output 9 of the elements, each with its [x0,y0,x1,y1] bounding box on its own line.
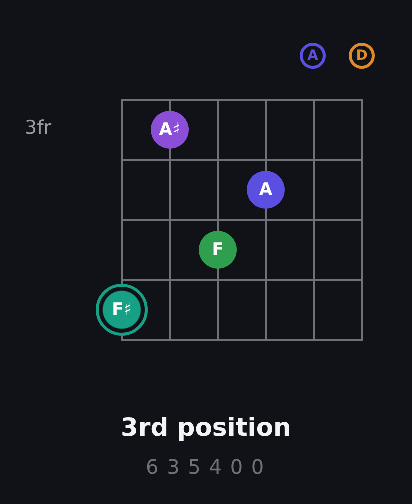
fingering-caption: 6 3 5 4 0 0 [146,456,266,479]
circled-letter: D [349,43,375,69]
chord-title: 3rd position [121,414,292,443]
note-dot: A♯ [151,111,189,149]
root-note-dot: F♯ [96,284,148,336]
fret-number-label: 3fr [25,118,52,140]
circled-letter: A [300,43,326,69]
note-dot: A [247,171,285,209]
note-dot: F [199,231,237,269]
